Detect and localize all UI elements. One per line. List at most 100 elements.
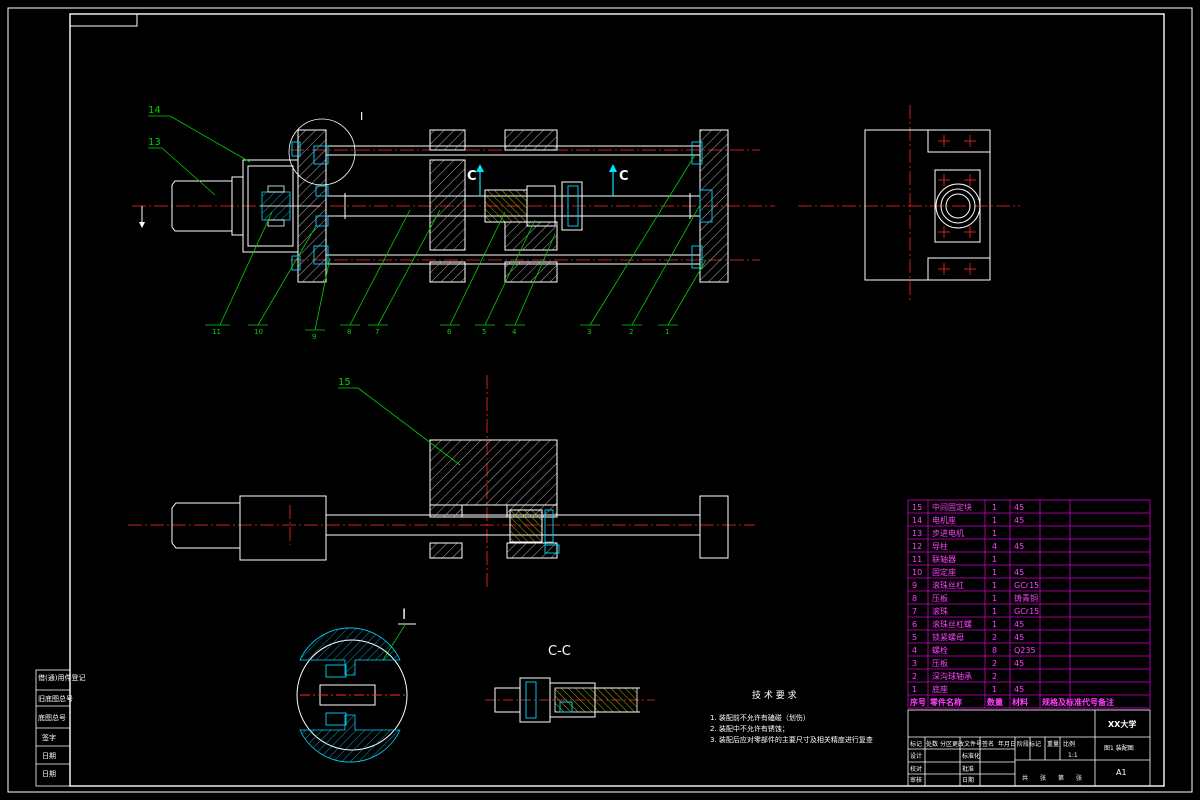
bom-cell-name: 锁紧螺母 [932,632,964,642]
bom-cell-no: 15 [912,503,922,512]
bom-cell-name: 电机座 [932,515,956,525]
bom-header-qty: 数量 [987,697,1003,707]
tb-scale: 1:1 [1068,752,1078,759]
bom-cell-material: 45 [1014,620,1024,629]
detail-title: I [402,607,406,623]
bom-cell-material: Q235 [1014,646,1036,655]
bom-cell-qty: 8 [992,646,997,655]
bom-cell-no: 4 [912,646,917,655]
tb-mid-label: 标准化 [962,752,980,760]
bom-cell-material: 45 [1014,542,1024,551]
callout-14: 14 [148,105,161,116]
callout-13: 13 [148,137,161,148]
tech-title: 技 术 要 求 [752,689,797,701]
bom-cell-qty: 1 [992,555,997,564]
leader-label: 10 [254,328,263,336]
tb-row-label: 标记 [910,740,922,748]
bom-cell-no: 8 [912,594,917,603]
bom-cell-material: 45 [1014,685,1024,694]
leader-label: 3 [587,328,591,336]
bom-cell-qty: 1 [992,503,997,512]
bom-cell-material: GCr15 [1014,607,1039,616]
section-c-label-right: C [619,169,629,184]
front-view: 15 [128,375,755,590]
tb-row-label: 签名 [982,740,994,748]
bom-header-no: 序号 [910,697,926,707]
section-c-label-left: C [467,169,477,184]
tb-stage-label: 阶段标记 [1017,740,1041,748]
section-view: C-C [485,644,655,723]
tb-left-label: 审核 [910,776,922,784]
detail-view: I [296,607,416,763]
leader-label: 11 [212,328,221,336]
leader-label: 9 [312,333,316,341]
tb-row-label: 分区 [940,740,952,748]
sheet-frame [7,7,1193,793]
bom-cell-no: 11 [912,555,922,564]
bom-cell-name: 滚珠丝杠螺 [932,619,972,629]
side-view [798,105,1020,302]
tb-left-label: 设计 [910,752,922,760]
bom-cell-name: 深沟球轴承 [932,671,972,681]
bom-cell-no: 9 [912,581,917,590]
bom-cell-material: 45 [1014,568,1024,577]
bom-cell-name: 导柱 [932,541,948,551]
leader-label: 1 [665,328,669,336]
bom-cell-name: 联轴器 [932,554,956,564]
tb-row-label: 年月日 [998,740,1016,748]
leader-label: 8 [347,328,351,336]
bom-cell-material: GCr15 [1014,581,1039,590]
stamp-label-1: 借(通)用件登记 [38,673,85,682]
bom-cell-qty: 2 [992,659,997,668]
bom-cell-no: 10 [912,568,922,577]
leader-label: 7 [375,328,379,336]
bom-cell-qty: 1 [992,685,997,694]
tb-bottom-label: 张 [1040,774,1046,782]
bom-cell-qty: 1 [992,581,997,590]
tb-school: XX大学 [1108,719,1136,729]
bom-cell-qty: 1 [992,568,997,577]
tb-mid-label: 日期 [962,776,974,784]
bom-cell-material: 45 [1014,503,1024,512]
tb-mid-label: 批准 [962,765,974,773]
bom-cell-qty: 1 [992,607,997,616]
leader-label: 5 [482,328,486,336]
bom-cell-name: 压板 [932,593,948,603]
tech-item: 2. 装配中不允许有锈蚀； [710,724,789,733]
tech-item: 3. 装配后应对零部件的主要尺寸及相关精度进行复查 [710,735,873,744]
tb-row-label: 更改文件号 [952,740,982,748]
bom-cell-no: 12 [912,542,922,551]
bom-cell-no: 1 [912,685,917,694]
bom-cell-material: 45 [1014,659,1024,668]
bom-cell-qty: 1 [992,516,997,525]
top-view: I C C 14 13 [132,105,775,341]
bom-cell-name: 滚珠丝杠 [932,580,964,590]
bom-cell-name: 滚珠 [932,606,948,616]
tech-requirements: 技 术 要 求 1. 装配前不允许有磕碰（划伤） 2. 装配中不允许有锈蚀； 3… [710,689,873,744]
bom-cell-qty: 4 [992,542,997,551]
bom-cell-name: 中间固定块 [932,502,972,512]
tb-bottom-label: 第 [1058,774,1064,782]
tb-bottom-label: 张 [1076,774,1082,782]
leader-label: 2 [629,328,633,336]
section-title: C-C [548,644,571,659]
bom-cell-qty: 2 [992,672,997,681]
leader-label: 4 [512,328,517,336]
bom-cell-material: 45 [1014,633,1024,642]
section-marker-left: C [467,164,484,196]
tb-stage-label: 比例 [1063,740,1075,748]
bom-cell-no: 3 [912,659,917,668]
tb-left-label: 校对 [910,765,922,773]
section-marker-right: C [609,164,629,196]
bom-cell-no: 2 [912,672,917,681]
tb-row-label: 处数 [926,740,938,748]
stamp-label-6: 日期 [42,770,56,778]
stamp-label-4: 签字 [42,733,56,742]
bom-cell-qty: 2 [992,633,997,642]
bom-header-name: 零件名称 [929,697,962,707]
leader-label: 6 [447,328,452,336]
stamp-label-5: 日期 [42,752,56,760]
bom-cell-name: 底座 [932,684,948,694]
bom-cell-no: 7 [912,607,917,616]
